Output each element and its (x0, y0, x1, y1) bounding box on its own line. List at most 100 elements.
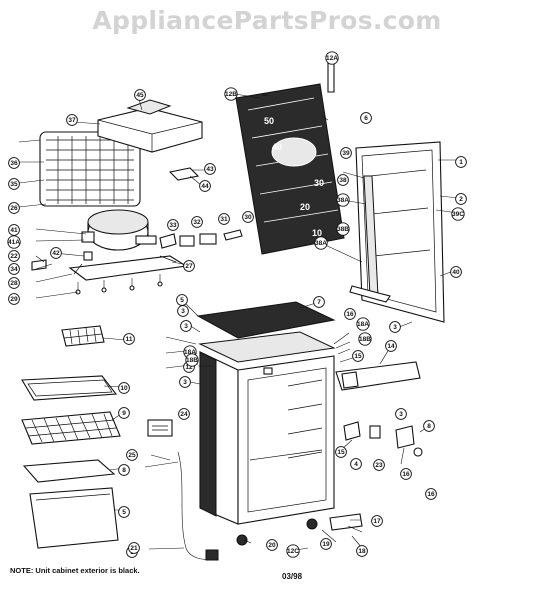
callout-label: 25 (128, 452, 136, 459)
callout-label: 21 (130, 545, 138, 552)
callout-22: 22 (8, 250, 20, 262)
condenser-assembly (31, 99, 243, 295)
yard-marking-30: 30 (314, 178, 324, 188)
callout-label: 8 (122, 467, 126, 474)
yard-marking-40: 40 (272, 142, 282, 152)
callout-18a: 18A (356, 317, 370, 331)
callout-41: 41 (8, 224, 20, 236)
callout-label: 29 (10, 296, 18, 303)
leader-lines (18, 93, 459, 552)
wire-shelf (21, 411, 121, 445)
diagram-code: 03/98 (282, 572, 303, 581)
callout-label: 27 (185, 263, 193, 270)
condenser-coil (39, 131, 141, 207)
callout-26: 26 (8, 202, 20, 214)
callout-3-4: 3 (395, 408, 407, 420)
callout-label: 18A (184, 349, 196, 356)
callout-38a: 38A (336, 193, 350, 207)
callout-label: 9 (122, 410, 126, 417)
callout-9: 9 (118, 407, 130, 419)
callout-39c: 39C (451, 207, 465, 221)
callout-37: 37 (66, 114, 78, 126)
drip-tray (21, 375, 118, 401)
callout-label: 3 (184, 323, 188, 330)
callout-36: 36 (8, 157, 20, 169)
callout-10: 10 (118, 382, 130, 394)
callout-15: 15 (352, 350, 364, 362)
callout-43: 43 (204, 163, 216, 175)
part-34 (31, 259, 47, 271)
callout-label: 5 (122, 509, 126, 516)
part-4 (369, 425, 381, 439)
callout-17: 17 (371, 515, 383, 527)
callout-label: 26 (10, 205, 18, 212)
callout-label: 38A (315, 240, 327, 247)
callout-32: 32 (191, 216, 203, 228)
callout-label: 6 (364, 115, 368, 122)
callout-label: 43 (206, 166, 214, 173)
callout-label: 14 (387, 343, 395, 350)
part-32 (179, 235, 195, 247)
callout-39: 39 (340, 147, 352, 159)
callout-20: 20 (266, 539, 278, 551)
callout-label: 34 (10, 266, 18, 273)
callout-label: 3 (393, 324, 397, 331)
door-outer-panel: 50 40 30 20 10 (235, 83, 345, 255)
callout-12b: 12B (224, 87, 238, 101)
crisper-cover (22, 459, 116, 483)
callout-8: 8 (118, 464, 130, 476)
callout-3: 3 (180, 320, 192, 332)
callout-44: 44 (199, 180, 211, 192)
callout-7: 7 (313, 296, 325, 308)
callout-label: 18A (357, 321, 369, 328)
callout-label: 19 (322, 541, 330, 548)
callout-42: 42 (50, 247, 62, 259)
callout-40: 40 (450, 266, 462, 278)
thermostat-knob (263, 367, 273, 375)
callout-28: 28 (8, 277, 20, 289)
callout-4: 4 (350, 458, 362, 470)
callout-15-2: 15 (335, 446, 347, 458)
callouts: 123333345556788910111212A12B12C141515161… (7, 51, 467, 558)
callout-25: 25 (126, 449, 138, 461)
callout-label: 15 (354, 353, 362, 360)
callout-5: 5 (176, 294, 188, 306)
power-plug (205, 549, 219, 561)
callout-label: 16 (427, 491, 435, 498)
callout-label: 12A (326, 55, 338, 62)
part-16-knob (413, 447, 423, 457)
callout-label: 31 (220, 216, 228, 223)
callout-label: 36 (10, 160, 18, 167)
callout-label: 24 (180, 411, 188, 418)
overload-protector (135, 235, 157, 245)
callout-31: 31 (218, 213, 230, 225)
callout-label: 22 (10, 253, 18, 260)
part-23 (395, 425, 415, 449)
helmet-graphic (271, 137, 317, 167)
callout-8-2: 8 (423, 420, 435, 432)
callout-14: 14 (385, 340, 397, 352)
hinge-bracket (329, 513, 363, 531)
callout-label: 45 (136, 92, 144, 99)
hinge-pin (327, 59, 335, 93)
callout-label: 18B (359, 336, 371, 343)
callout-34: 34 (8, 263, 20, 275)
callout-24: 24 (178, 408, 190, 420)
callout-27: 27 (183, 260, 195, 272)
callout-label: 16 (402, 471, 410, 478)
callout-1: 1 (455, 156, 467, 168)
callout-label: 30 (244, 214, 252, 221)
callout-label: 15 (337, 449, 345, 456)
callout-label: 12 (185, 364, 193, 371)
footnote: NOTE: Unit cabinet exterior is black. (10, 566, 140, 575)
callout-2: 2 (455, 193, 467, 205)
callout-label: 42 (52, 250, 60, 257)
callout-label: 38 (339, 177, 347, 184)
callout-12c: 12C (286, 544, 300, 558)
callout-3-5: 3 (177, 305, 189, 317)
callout-label: 38B (337, 226, 349, 233)
callout-label: 3 (399, 411, 403, 418)
callout-label: 3 (181, 308, 185, 315)
callout-16-2: 16 (400, 468, 412, 480)
